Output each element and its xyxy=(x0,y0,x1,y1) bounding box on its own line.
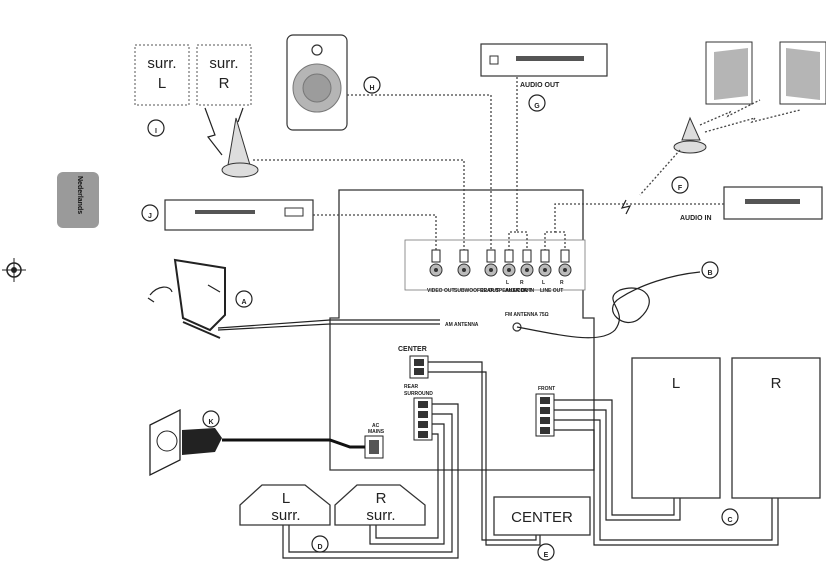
rca-jack xyxy=(520,249,534,277)
callout-d: D xyxy=(317,544,322,551)
video-source-device xyxy=(164,199,314,231)
fm-antenna-label: FM ANTENNA 75Ω xyxy=(505,312,549,318)
center-terminal: CENTER xyxy=(398,346,429,379)
rca-jack xyxy=(429,249,443,277)
rca-jack xyxy=(484,249,498,277)
ac-mains-socket: AC MAINS xyxy=(364,423,385,459)
rear-terminal-label-1: REAR xyxy=(404,384,419,390)
wireless-speakers-icon xyxy=(673,41,826,154)
callout-a: A xyxy=(241,299,246,306)
rca-jack xyxy=(538,249,552,277)
jack-label-video-out: VIDEO OUT xyxy=(427,288,455,294)
rca-jacks: VIDEO OUT SUBWOOFER OUT REAR SPEAKER OUT… xyxy=(427,249,572,294)
wall-outlet-icon xyxy=(149,408,222,477)
audio-in-device: AUDIO IN xyxy=(680,186,823,222)
front-left-label: L xyxy=(672,375,680,392)
front-speaker-left: L xyxy=(631,357,721,499)
front-right-label: R xyxy=(771,375,782,392)
callout-j: J xyxy=(148,213,152,220)
jack-label-subwoofer-out: SUBWOOFER OUT xyxy=(454,288,499,294)
surround-left-line1: L xyxy=(282,490,290,507)
jack-l-2: L xyxy=(542,280,545,286)
jack-l-1: L xyxy=(506,280,509,286)
jack-label-line-out: LINE OUT xyxy=(540,288,563,294)
signal-cables xyxy=(253,77,724,250)
ac-label-2: MAINS xyxy=(368,429,385,435)
rear-left-line1: surr. xyxy=(147,55,176,72)
front-terminal: FRONT xyxy=(535,386,555,437)
ac-label-1: AC xyxy=(372,423,380,429)
wireless-transmitter-icon xyxy=(204,107,259,178)
mains-cable xyxy=(222,438,365,449)
rear-right-line2: R xyxy=(219,75,230,92)
callout-markers: A B C D E F G H I J K xyxy=(141,76,739,561)
rear-terminal-label-2: SURROUND xyxy=(404,391,433,397)
callout-g: G xyxy=(534,103,540,110)
front-speaker-right: R xyxy=(731,357,821,499)
surround-left-line2: surr. xyxy=(271,507,300,524)
rear-speaker-box-right: surr. R xyxy=(196,44,252,106)
callout-i: I xyxy=(155,128,157,135)
center-speaker: CENTER xyxy=(493,496,591,536)
audio-out-device: AUDIO OUT xyxy=(480,43,608,89)
am-loop-antenna-icon xyxy=(147,258,440,339)
rear-left-line2: L xyxy=(158,75,166,92)
callout-k: K xyxy=(208,419,213,426)
rca-jack xyxy=(558,249,572,277)
callout-f: F xyxy=(678,185,683,192)
rear-right-line1: surr. xyxy=(209,55,238,72)
callout-h: H xyxy=(369,85,374,92)
rca-jack xyxy=(457,249,471,277)
jack-r-1: R xyxy=(520,280,524,286)
rear-speaker-box-left: surr. L xyxy=(134,44,190,106)
rear-surround-terminal: REAR SURROUND xyxy=(404,384,433,441)
wireless-subwoofer xyxy=(286,34,348,131)
fm-wire-antenna xyxy=(516,271,701,339)
callout-e: E xyxy=(544,552,549,559)
registration-mark-icon xyxy=(2,258,26,282)
surround-speaker-right: R surr. xyxy=(334,484,426,526)
surround-right-line2: surr. xyxy=(366,507,395,524)
audio-in-label: AUDIO IN xyxy=(680,215,712,222)
surround-right-line1: R xyxy=(376,490,387,507)
center-speaker-label: CENTER xyxy=(511,509,573,526)
audio-out-label: AUDIO OUT xyxy=(520,82,560,89)
jack-label-rear-speaker-out: REAR SPEAKER OUT xyxy=(480,288,532,294)
rca-jack xyxy=(502,249,516,277)
callout-b: B xyxy=(707,270,712,277)
front-terminal-label: FRONT xyxy=(538,386,555,392)
speaker-wires xyxy=(282,361,779,559)
jack-r-2: R xyxy=(560,280,564,286)
center-terminal-label: CENTER xyxy=(398,346,427,353)
language-tab: Nederlands xyxy=(57,172,99,228)
jack-label-aux-in: AUX/CDR IN xyxy=(505,288,535,294)
surround-speaker-left: L surr. xyxy=(239,484,331,526)
am-antenna-label: AM ANTENNA xyxy=(445,322,479,328)
callout-c: C xyxy=(727,517,732,524)
